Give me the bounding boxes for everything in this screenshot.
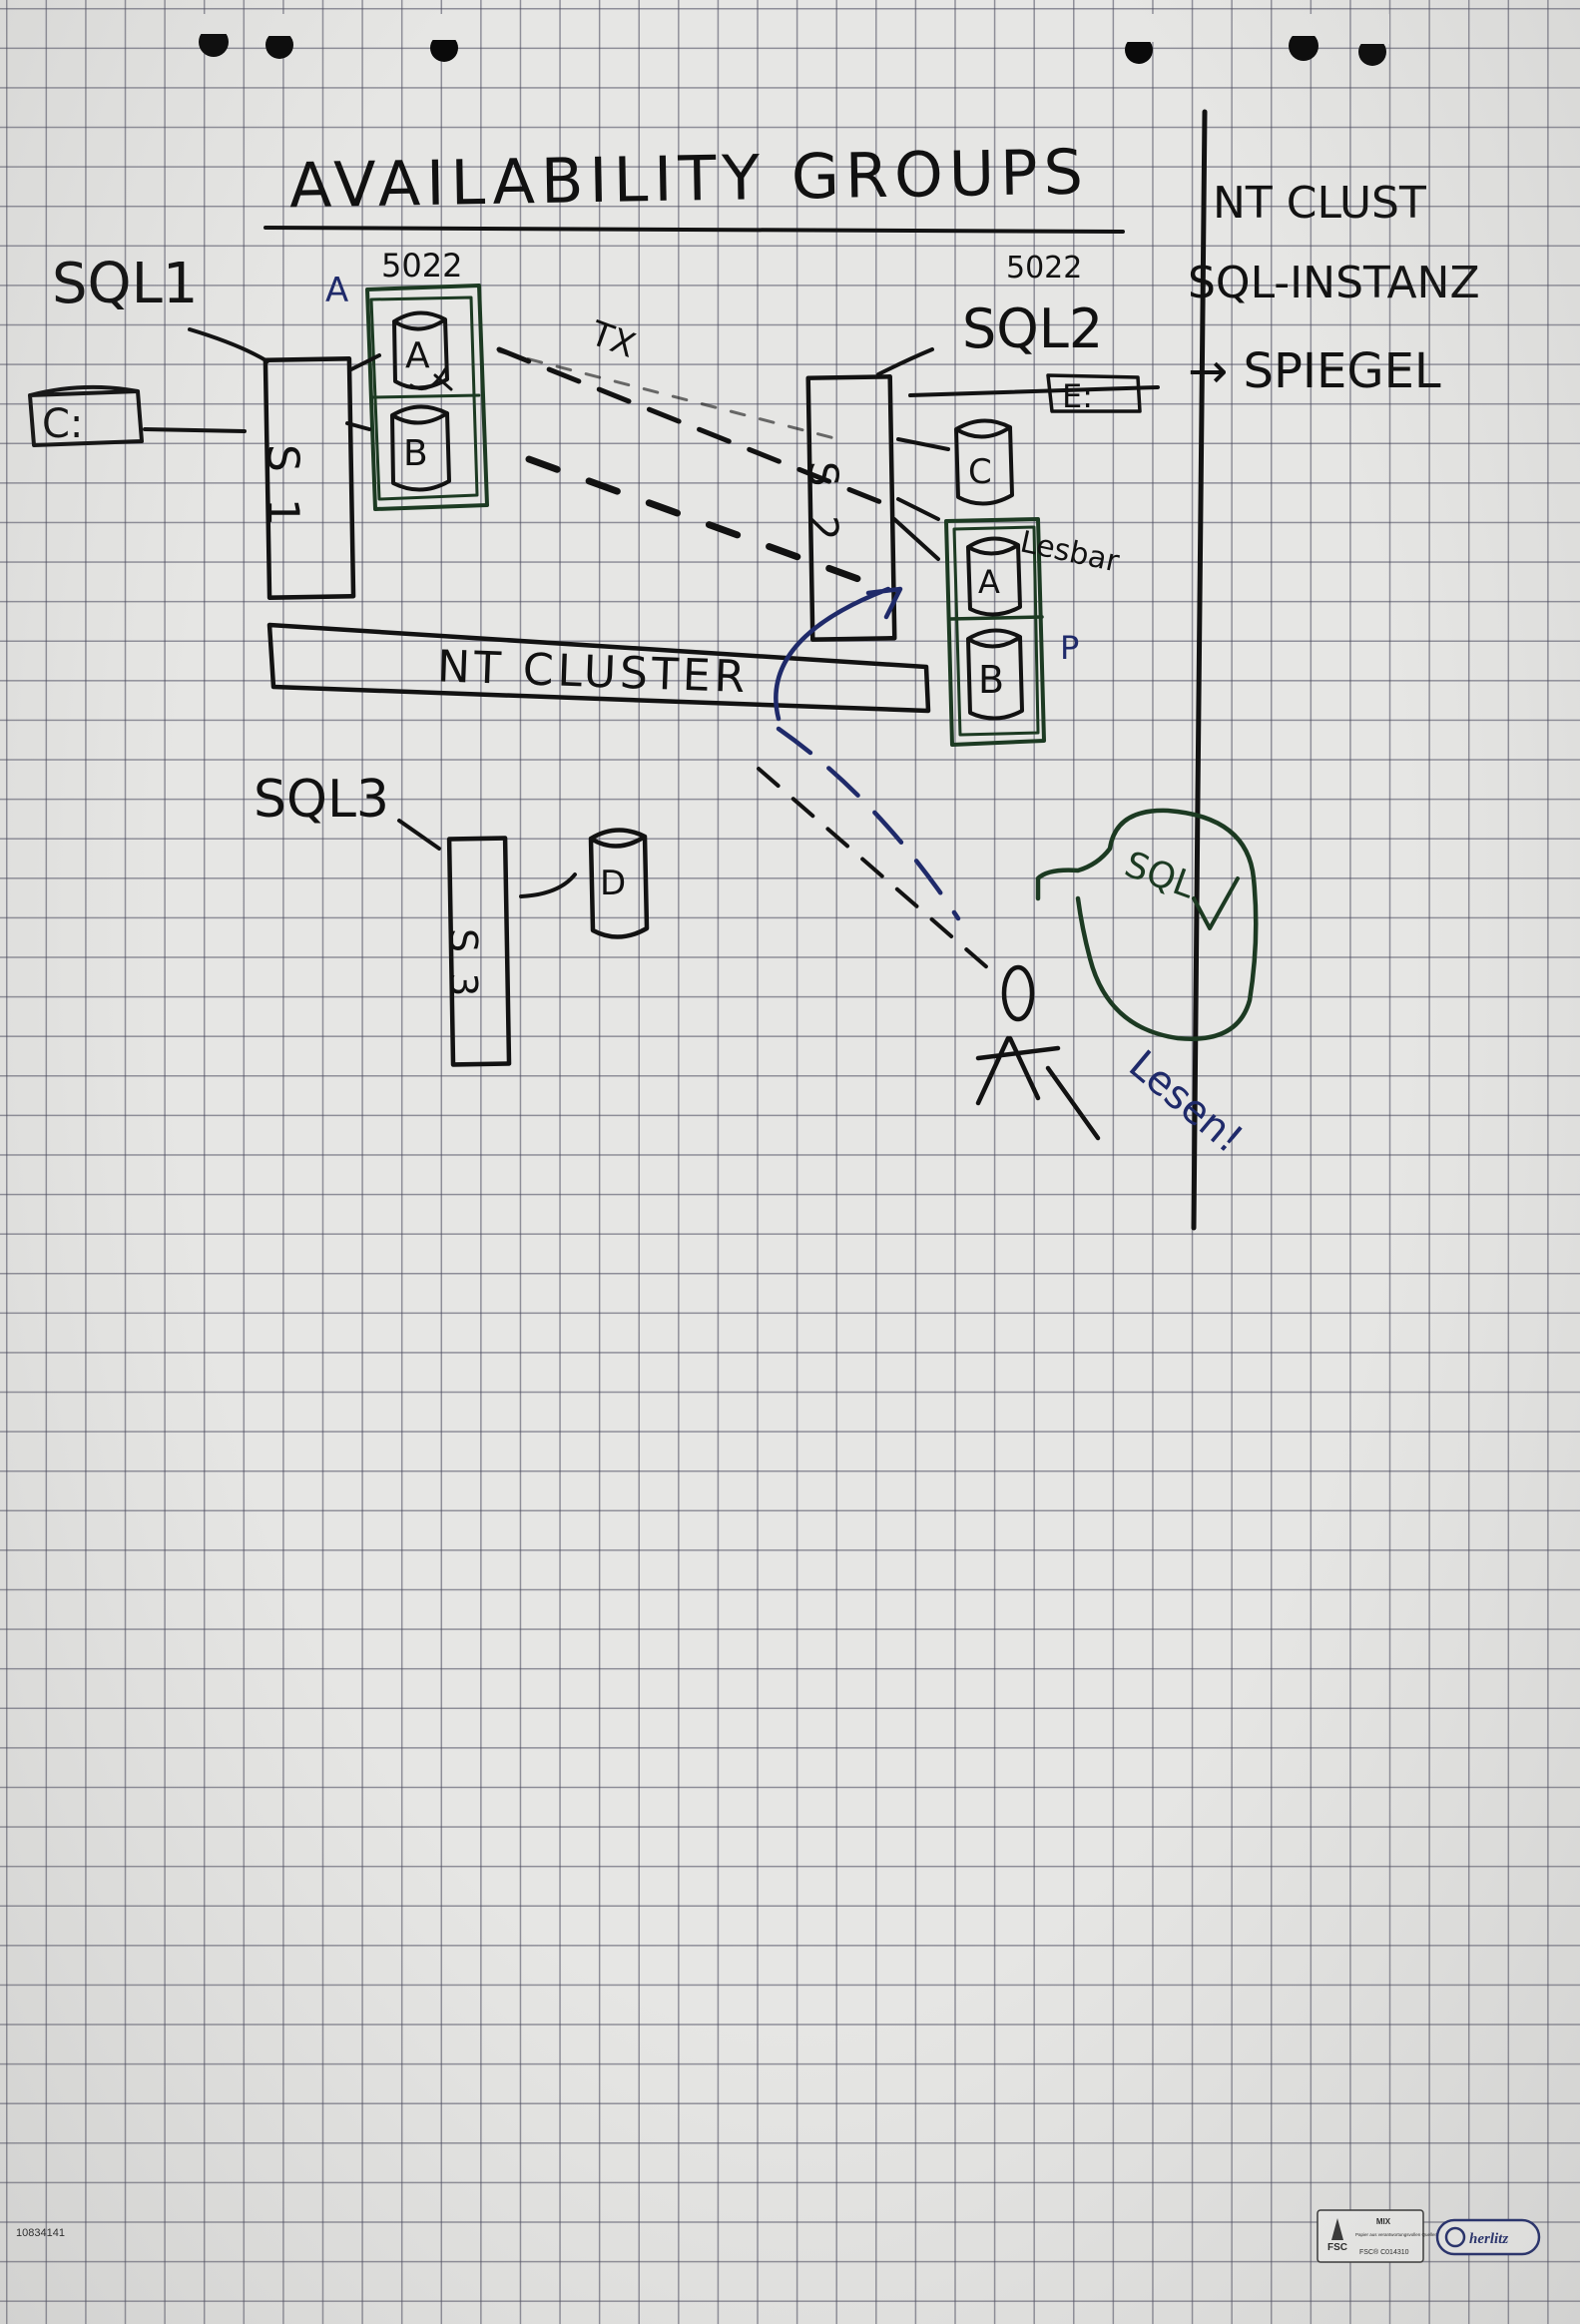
lesbar-label: Lesbar: [1017, 524, 1123, 579]
client-connection-blue-dash: [779, 729, 958, 918]
db-b-right-label: B: [978, 658, 1004, 702]
db-c-label: C: [968, 452, 992, 492]
db-a-left-label: A: [405, 335, 430, 376]
fsc-code: FSC® C014310: [1359, 2248, 1409, 2256]
fsc-label: FSC MIX Papier aus verantwortungsvollen …: [1317, 2210, 1438, 2262]
sql1-server-label: S 1: [258, 444, 308, 532]
sql3-server-label: S 3: [441, 928, 485, 1000]
punch-holes: [199, 27, 1386, 66]
sql3-leader-line: [399, 821, 439, 849]
sql3-label: SQL3: [254, 770, 389, 830]
lesen-label: Lesen!: [1120, 1042, 1251, 1163]
port-right: 5022: [1006, 251, 1082, 286]
client-connection-dashed: [759, 769, 988, 968]
tx-label: TX: [585, 313, 641, 366]
side-note-2: SQL-INSTANZ: [1188, 258, 1480, 308]
db-a-right-label: A: [978, 563, 1000, 601]
c-drive-link: [145, 429, 245, 431]
sql1-leader-line: [190, 329, 267, 361]
db-b-left-label: B: [403, 433, 428, 474]
brand-logo: herlitz: [1437, 2220, 1539, 2254]
side-note-3: → SPIEGEL: [1188, 343, 1441, 399]
client-connection-blue: [776, 589, 900, 719]
page-title: AVAILABILITY GROUPS: [288, 135, 1089, 222]
fsc-text: Papier aus verantwortungsvollen Quellen: [1355, 2232, 1438, 2237]
db-d-label: D: [600, 864, 626, 903]
sql2-leader-line: [878, 349, 932, 374]
user-stick-figure: [978, 967, 1098, 1138]
e-drive-link: [910, 387, 1158, 395]
replication-line-a2: [499, 351, 838, 439]
title-underline: [265, 228, 1123, 232]
fsc-mix: MIX: [1376, 2217, 1391, 2226]
e-drive-label: E:: [1062, 377, 1093, 415]
sql-bubble-label: SQL: [1119, 845, 1200, 907]
c-drive-label: C:: [42, 401, 83, 447]
sql2-server-label: S 2: [799, 461, 845, 549]
brand-name: herlitz: [1469, 2231, 1508, 2247]
side-note-1: NT CLUST: [1213, 178, 1426, 229]
ag-marker-right: P: [1060, 629, 1079, 667]
footer-code: 10834141: [16, 2227, 65, 2239]
port-left: 5022: [381, 247, 462, 285]
sql-thought-bubble: [1038, 811, 1256, 1039]
sql2-label: SQL2: [962, 297, 1103, 360]
nt-cluster-label: NT CLUSTER: [436, 641, 750, 703]
fsc-logo: FSC: [1327, 2242, 1347, 2253]
ag-marker-left: A: [325, 271, 348, 310]
sql1-label: SQL1: [52, 252, 198, 316]
